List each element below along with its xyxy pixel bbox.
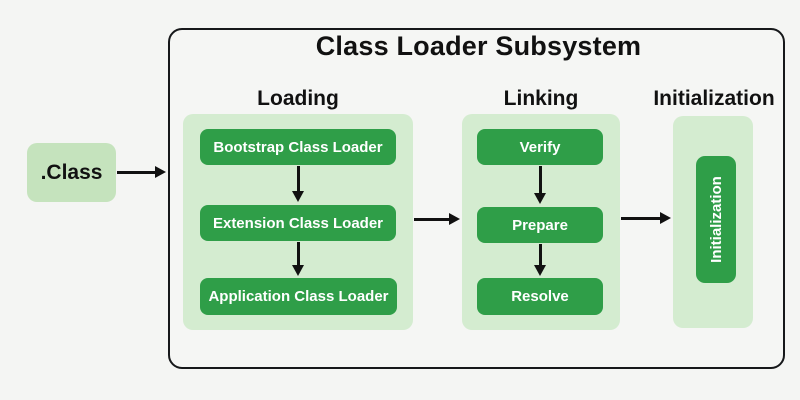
arrow-linking-to-initialization-icon xyxy=(621,212,671,223)
node-prepare-label: Prepare xyxy=(512,216,568,234)
node-verify: Verify xyxy=(477,129,603,165)
node-class-file: .Class xyxy=(27,143,116,202)
node-resolve: Resolve xyxy=(477,278,603,315)
node-bootstrap-class-loader: Bootstrap Class Loader xyxy=(200,129,396,165)
arrow-verify-to-prepare-icon xyxy=(534,166,545,204)
phase-header-initialization: Initialization xyxy=(653,87,775,110)
node-initialization-label: Initialization xyxy=(707,176,725,263)
node-bootstrap-label: Bootstrap Class Loader xyxy=(213,138,383,156)
node-extension-class-loader: Extension Class Loader xyxy=(200,205,396,241)
arrow-prepare-to-resolve-icon xyxy=(534,244,545,276)
node-extension-label: Extension Class Loader xyxy=(212,214,384,232)
node-resolve-label: Resolve xyxy=(511,288,569,305)
arrow-loading-to-linking-icon xyxy=(414,213,460,224)
arrow-bootstrap-to-extension-icon xyxy=(292,166,303,202)
phase-header-linking: Linking xyxy=(503,87,579,110)
node-verify-label: Verify xyxy=(519,138,561,156)
node-application-label: Application Class Loader xyxy=(208,288,389,305)
arrow-class-to-subsystem-icon xyxy=(117,166,166,177)
node-class-file-label: .Class xyxy=(40,160,103,184)
node-application-class-loader: Application Class Loader xyxy=(200,278,397,315)
arrow-extension-to-application-icon xyxy=(292,242,303,276)
node-prepare: Prepare xyxy=(477,207,603,243)
node-initialization: Initialization xyxy=(696,156,736,283)
phase-header-loading: Loading xyxy=(257,87,339,110)
diagram-title: Class Loader Subsystem xyxy=(315,31,642,61)
